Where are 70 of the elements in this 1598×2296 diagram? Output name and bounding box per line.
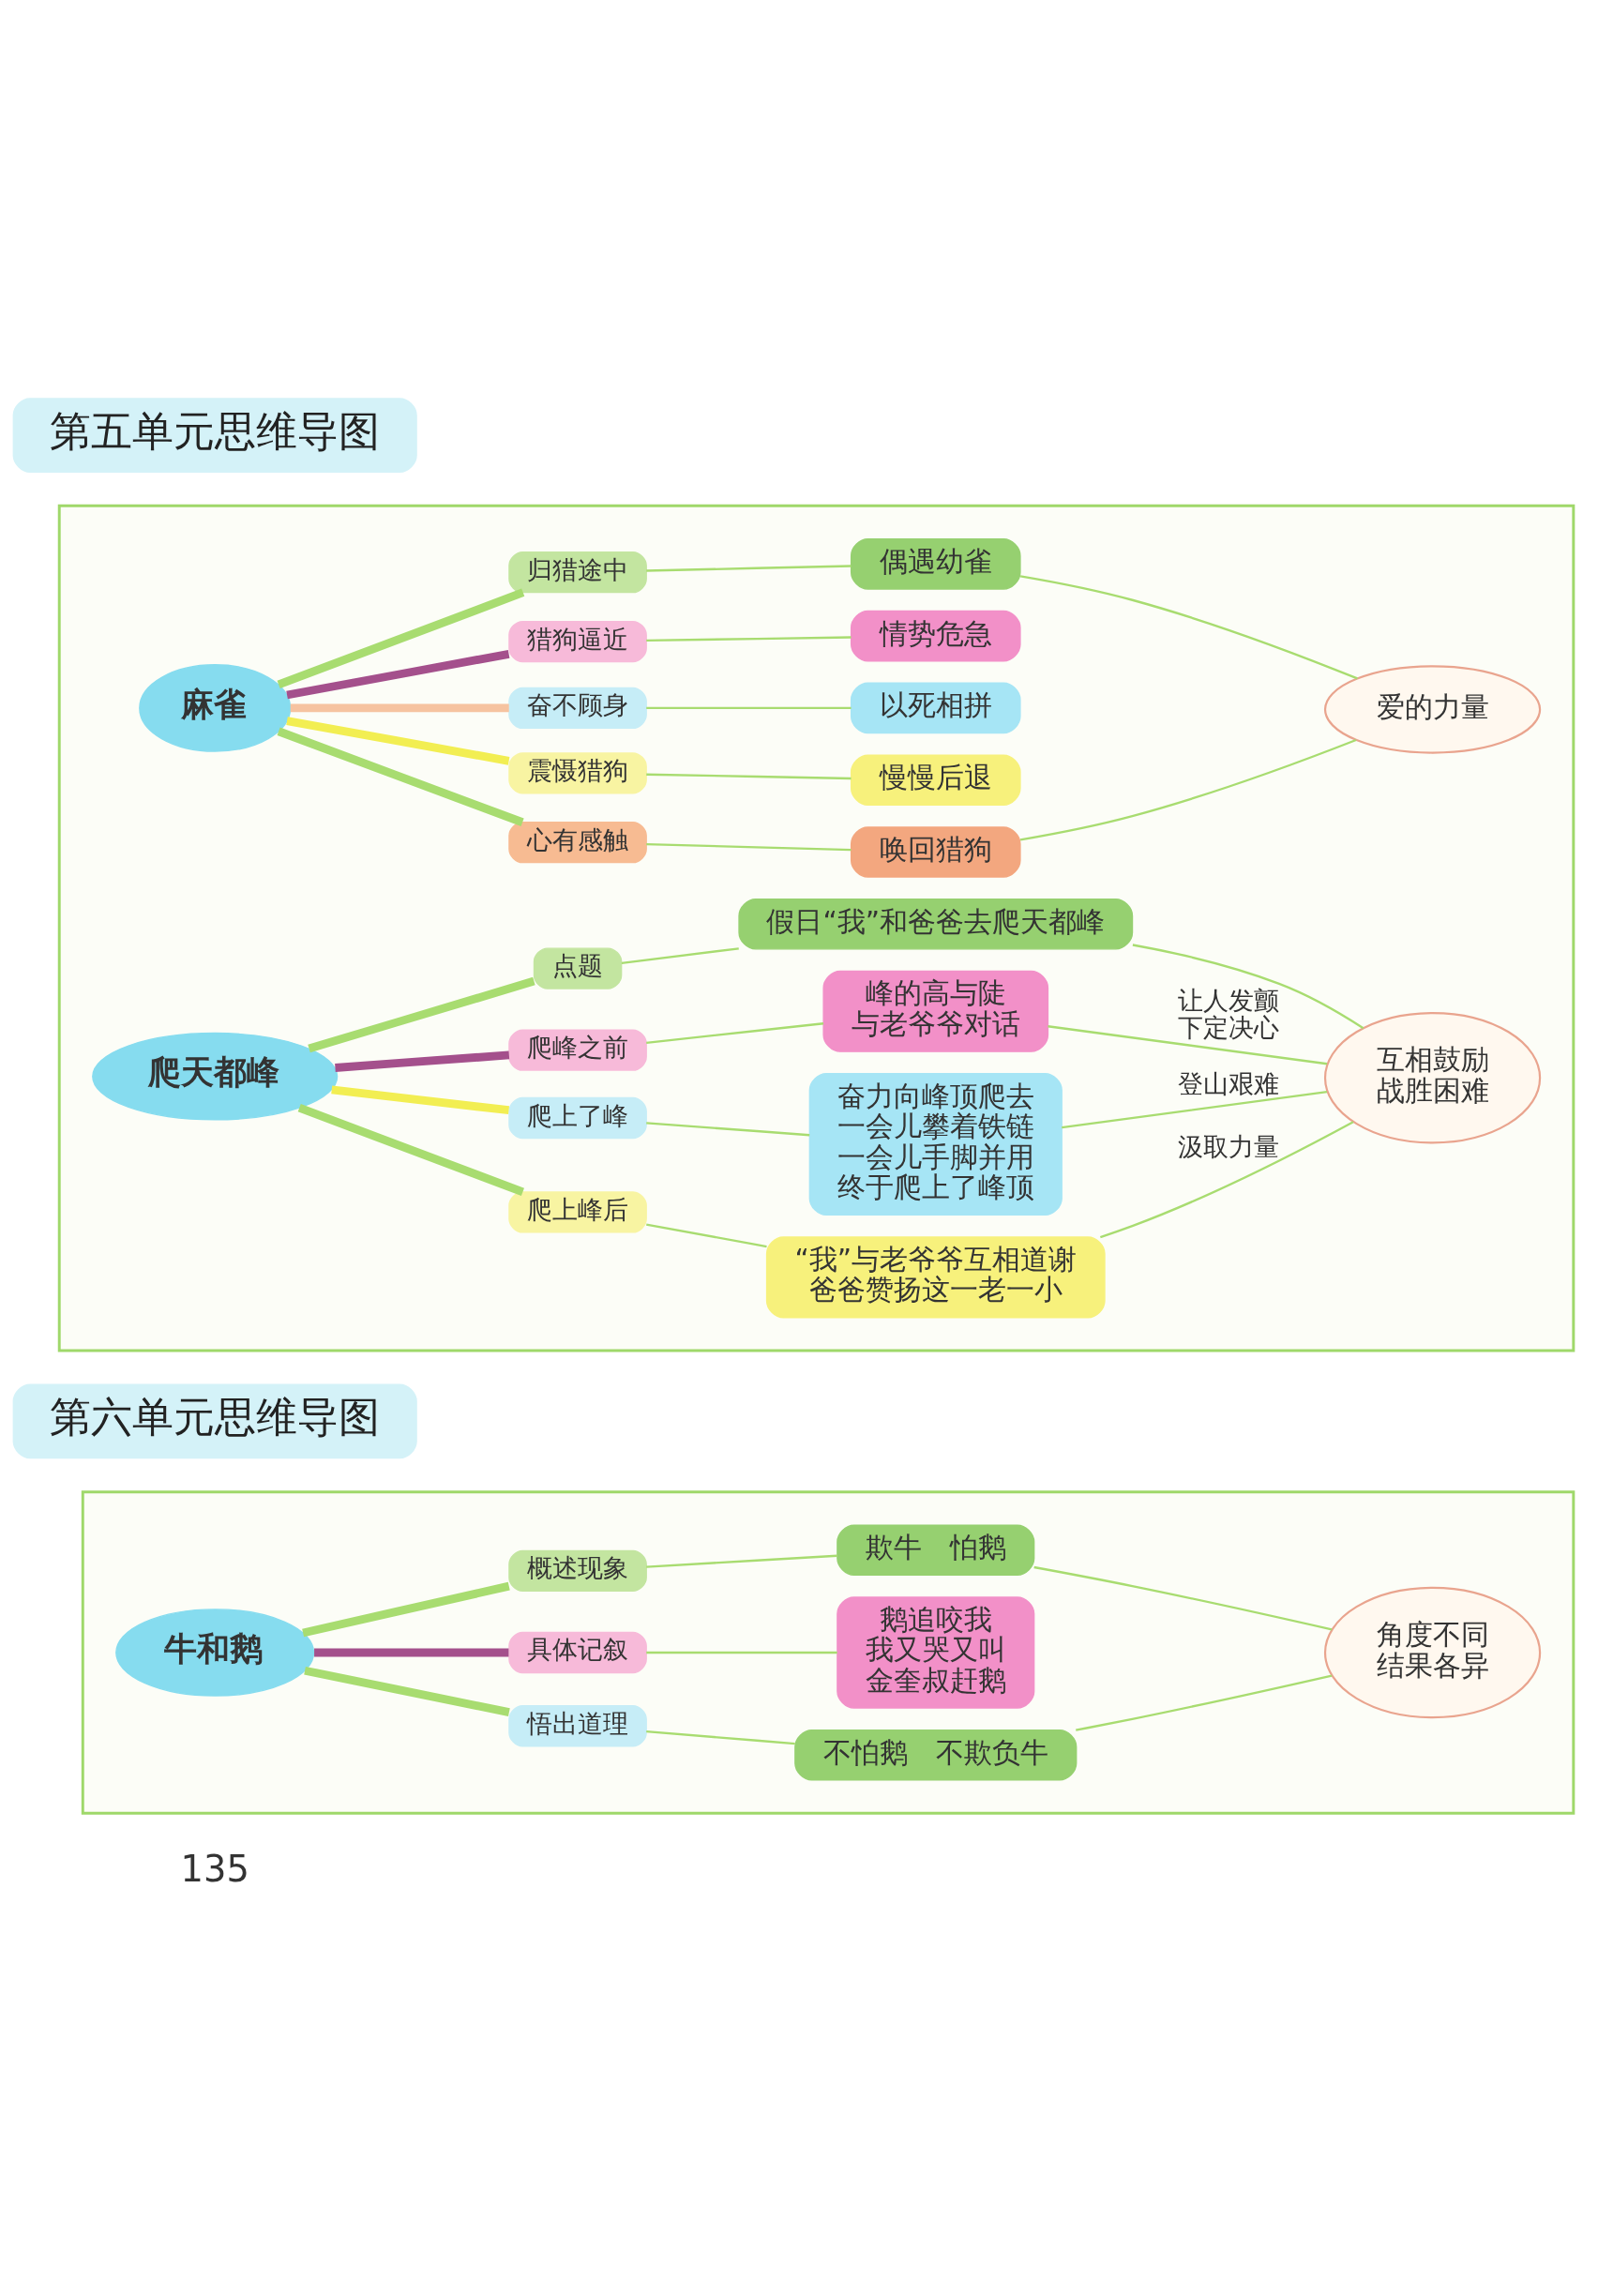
connector xyxy=(646,564,852,572)
node-box: 爬上了峰 xyxy=(508,1096,647,1139)
node-box: 点题 xyxy=(533,946,623,989)
node-ellipse: 互相鼓励 战胜困难 xyxy=(1323,1011,1542,1143)
connector xyxy=(646,1021,824,1044)
node-box: 欺牛 怕鹅 xyxy=(837,1523,1035,1576)
node-box: 心有感触 xyxy=(508,821,647,863)
connector xyxy=(1062,1090,1328,1128)
node-box: 鹅追咬我 我又哭又叫 金奎叔赶鹅 xyxy=(837,1595,1035,1709)
connector xyxy=(1099,1120,1354,1238)
connector xyxy=(646,1121,810,1136)
node-box: 慢慢后退 xyxy=(850,753,1021,806)
node-box: 猎狗逼近 xyxy=(508,620,647,662)
node-box: 不怕鹅 不欺负牛 xyxy=(794,1729,1078,1781)
edge-label: 汲取力量 xyxy=(1178,1131,1280,1161)
connector xyxy=(277,727,524,826)
connector xyxy=(646,1222,767,1247)
edge-label: 登山艰难 xyxy=(1178,1068,1280,1098)
connector xyxy=(302,1581,510,1637)
node-box: 归猎途中 xyxy=(508,551,647,593)
connector xyxy=(1048,1024,1328,1065)
connector xyxy=(646,1730,795,1745)
node-box: “我”与老爷爷互相道谢 爸爸赞扬这一老一小 xyxy=(765,1235,1106,1318)
connector xyxy=(621,946,739,964)
node-box: 唤回猎狗 xyxy=(850,825,1021,878)
connector xyxy=(286,716,510,765)
connector xyxy=(290,703,509,712)
node-box: 峰的高与陡 与老爷爷对话 xyxy=(822,970,1049,1052)
node-ellipse: 角度不同 结果各异 xyxy=(1323,1586,1542,1718)
node-ellipse: 麻雀 xyxy=(139,663,292,752)
connector xyxy=(277,588,525,688)
connector xyxy=(646,706,852,709)
node-box: 具体记叙 xyxy=(508,1631,647,1673)
connector xyxy=(646,773,852,779)
connector xyxy=(331,1085,510,1114)
connector xyxy=(286,649,510,699)
connector xyxy=(646,635,852,642)
connector xyxy=(1019,574,1358,679)
connector xyxy=(1019,738,1357,840)
node-box: 假日“我”和爸爸去爬天都峰 xyxy=(738,898,1134,950)
connector xyxy=(1132,943,1364,1029)
connector xyxy=(1033,1565,1333,1631)
connector xyxy=(1076,1673,1333,1731)
connector xyxy=(646,842,852,851)
node-ellipse: 爱的力量 xyxy=(1323,664,1542,754)
cluster xyxy=(57,504,1575,1352)
cluster xyxy=(81,1489,1575,1815)
connector xyxy=(308,976,535,1052)
edge-label: 让人发颤下定决心 xyxy=(1178,985,1280,1042)
node-box: 爬上峰后 xyxy=(508,1190,647,1233)
connector xyxy=(335,1050,510,1072)
node-box: 奋力向峰顶爬去 一会儿攀着铁链 一会儿手脚并用 终于爬上了峰顶 xyxy=(808,1072,1063,1216)
node-box: 爬峰之前 xyxy=(508,1029,647,1071)
connector xyxy=(297,1103,524,1196)
node-box: 震慑猎狗 xyxy=(508,751,647,793)
node-box: 第五单元思维导图 xyxy=(12,397,417,473)
label: 135 xyxy=(180,1847,249,1890)
connector xyxy=(646,1554,837,1568)
node-box: 悟出道理 xyxy=(508,1704,647,1746)
connector xyxy=(304,1666,510,1716)
node-ellipse: 牛和鹅 xyxy=(115,1608,315,1697)
node-box: 概述现象 xyxy=(508,1549,647,1592)
node-box: 以死相拼 xyxy=(850,682,1021,733)
connector xyxy=(314,1648,509,1656)
node-ellipse: 爬天都峰 xyxy=(92,1032,339,1121)
node-box: 奋不顾身 xyxy=(508,687,647,729)
connector xyxy=(646,1651,837,1654)
node-box: 偶遇幼雀 xyxy=(850,537,1021,590)
node-box: 第六单元思维导图 xyxy=(12,1383,417,1458)
node-box: 情势危急 xyxy=(850,610,1021,661)
